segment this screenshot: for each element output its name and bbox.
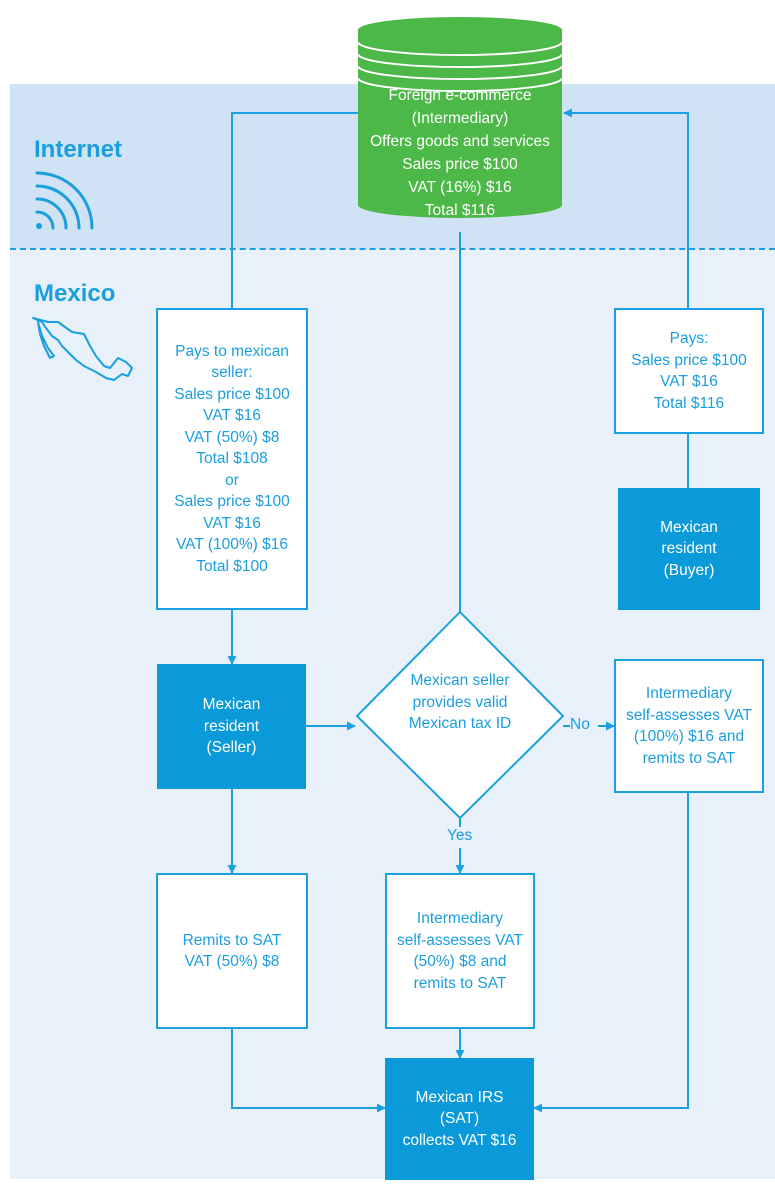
sat-line: collects VAT $16 <box>402 1131 517 1149</box>
yes-label: Yes <box>447 827 473 845</box>
seller-line: (Seller) <box>206 739 257 757</box>
pays-seller-line: or <box>225 471 239 489</box>
pays-seller-line: VAT $16 <box>203 407 261 425</box>
connector-intermediary-to-pays-seller <box>231 112 358 308</box>
sat-line: (SAT) <box>439 1110 480 1128</box>
intermediary-line: Total $116 <box>424 202 496 219</box>
buyer-pays-line: VAT $16 <box>660 373 718 390</box>
buyer-pays-box: Pays: Sales price $100 VAT $16 Total $11… <box>614 308 764 434</box>
decision-line: Mexican tax ID <box>408 715 512 732</box>
self-assess-100-line: (100%) $16 and <box>633 728 745 745</box>
intermediary-line: (Intermediary) <box>411 110 509 127</box>
self-assess-100-box: Intermediary self-assesses VAT (100%) $1… <box>614 659 764 793</box>
pays-seller-line: VAT (100%) $16 <box>175 536 288 554</box>
pays-seller-line: Total $100 <box>196 557 268 575</box>
pays-seller-line: Pays to mexican <box>175 342 289 360</box>
buyer-line: Mexican <box>660 518 718 536</box>
intermediary-database-shape <box>357 17 563 218</box>
internet-label: Internet <box>34 136 123 163</box>
self-assess-50-line: self-assesses VAT <box>396 931 524 949</box>
connector-remit-50-to-sat <box>231 1029 386 1113</box>
pays-seller-line: VAT (50%) $8 <box>184 428 280 446</box>
buyer-line: resident <box>661 540 717 558</box>
sat-box: Mexican IRS (SAT) collects VAT $16 <box>385 1058 534 1180</box>
zone-divider <box>10 248 775 250</box>
remit-50-box: Remits to SAT VAT (50%) $8 <box>156 873 308 1029</box>
intermediary-line: VAT (16%) $16 <box>408 179 512 196</box>
intermediary-line: Foreign e-commerce <box>388 87 532 104</box>
pays-seller-line: Total $108 <box>196 450 268 468</box>
self-assess-100-line: Intermediary <box>645 685 733 702</box>
buyer-pays-line: Total $116 <box>653 394 725 412</box>
buyer-line: (Buyer) <box>663 561 715 579</box>
seller-line: resident <box>203 717 260 735</box>
mexico-label: Mexico <box>34 280 116 307</box>
pays-seller-line: VAT $16 <box>203 514 261 532</box>
buyer-box: Mexican resident (Buyer) <box>618 488 760 610</box>
self-assess-50-line: (50%) $8 and <box>413 953 507 970</box>
no-label: No <box>570 716 590 734</box>
intermediary-line: Offers goods and services <box>370 133 550 150</box>
connector-self-assess-100-to-sat <box>533 793 689 1113</box>
decision-label: Mexican seller provides valid Mexican ta… <box>372 670 548 735</box>
remit-50-line: Remits to SAT <box>182 931 282 949</box>
mexico-map-icon <box>32 317 133 381</box>
decision-line: provides valid <box>412 693 508 711</box>
intermediary-line: Sales price $100 <box>402 156 518 173</box>
self-assess-100-line: self-assesses VAT <box>625 706 753 724</box>
self-assess-100-line: remits to SAT <box>642 749 736 767</box>
pays-seller-line: Sales price $100 <box>174 385 290 403</box>
pays-seller-line: seller: <box>211 364 253 382</box>
self-assess-50-line: Intermediary <box>416 910 504 927</box>
seller-line: Mexican <box>202 696 261 714</box>
self-assess-50-line: remits to SAT <box>413 974 507 992</box>
buyer-pays-line: Pays: <box>669 330 709 347</box>
connector-buyer-pays-to-intermediary <box>563 108 689 308</box>
self-assess-50-box: Intermediary self-assesses VAT (50%) $8 … <box>385 873 535 1029</box>
wifi-icon <box>35 171 94 230</box>
intermediary-label: Foreign e-commerce (Intermediary) Offers… <box>360 84 560 222</box>
decision-line: Mexican seller <box>410 672 510 689</box>
pays-seller-line: Sales price $100 <box>174 493 290 511</box>
sat-line: Mexican IRS <box>415 1088 504 1106</box>
pays-seller-box: Pays to mexican seller: Sales price $100… <box>156 308 308 610</box>
seller-box: Mexican resident (Seller) <box>157 664 306 789</box>
remit-50-line: VAT (50%) $8 <box>184 953 280 970</box>
buyer-pays-line: Sales price $100 <box>631 351 747 369</box>
